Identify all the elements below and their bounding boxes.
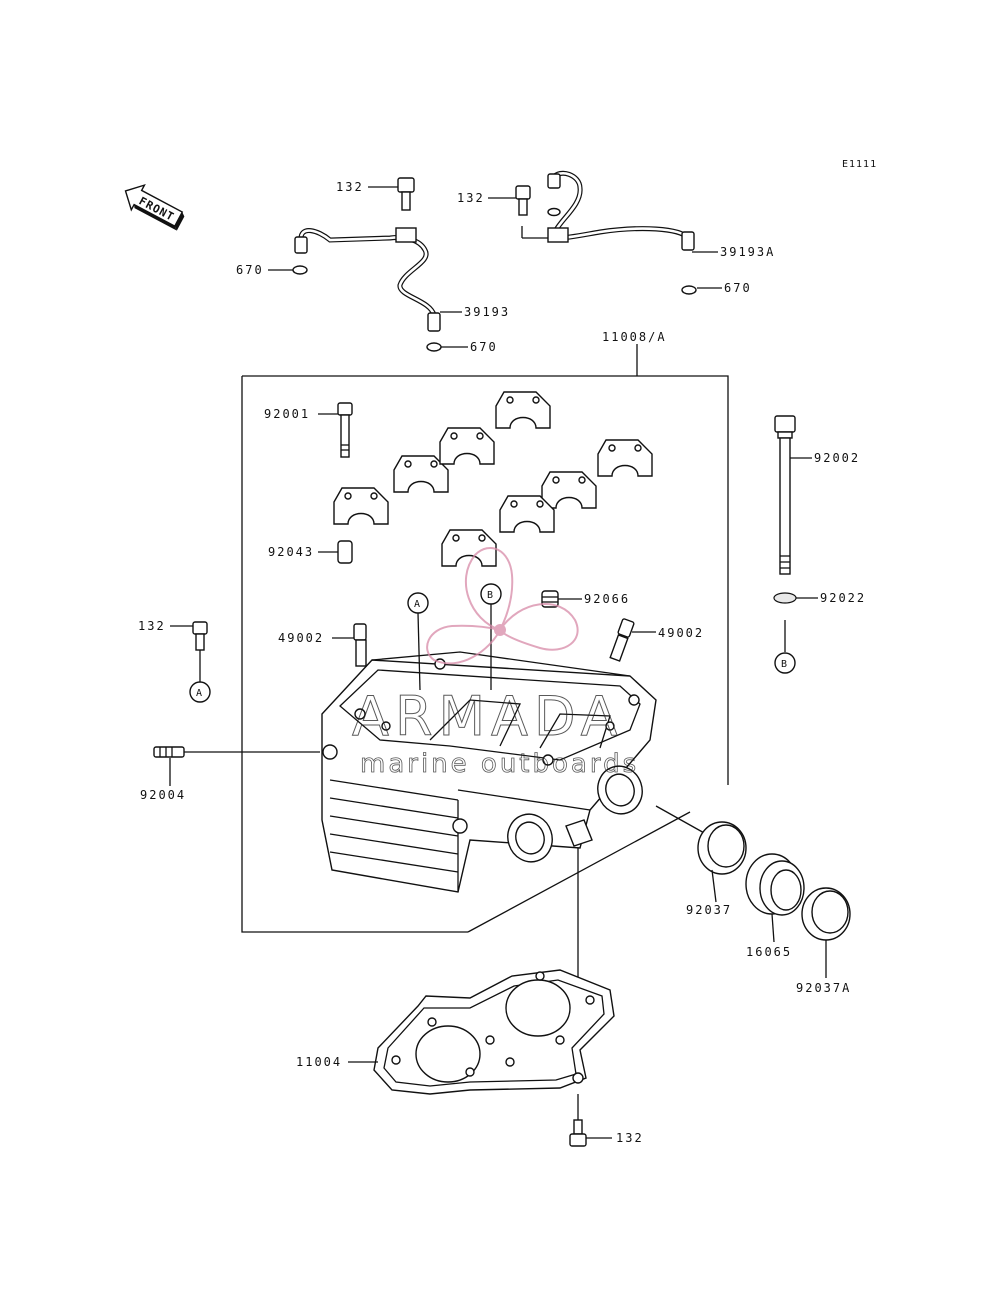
washer-92022 <box>773 592 797 604</box>
front-arrow-icon: FRONT <box>124 183 185 231</box>
label-92037: 92037 <box>686 903 732 917</box>
bolt-92001 <box>337 402 353 458</box>
clamp-92037 <box>697 821 747 875</box>
armada-watermark: ARMADA marine outboards <box>352 546 639 779</box>
plug-49002-left <box>353 623 367 667</box>
o-ring-670-left <box>292 265 308 275</box>
label-132-top-right: 132 <box>457 191 485 205</box>
label-11004: 11004 <box>296 1055 342 1069</box>
assembly-frame <box>242 375 729 785</box>
label-92001: 92001 <box>264 407 310 421</box>
head-gasket-11004 <box>373 969 615 1095</box>
banjo-bolt-top-left <box>397 177 415 211</box>
label-92022: 92022 <box>820 591 866 605</box>
bolt-132-bottom <box>569 1119 587 1147</box>
diagram-code: E1111 <box>842 159 877 170</box>
label-92037a: 92037A <box>796 981 851 995</box>
propeller-logo <box>426 546 579 665</box>
oil-pipe-left <box>294 227 441 332</box>
o-ring-670-right <box>681 285 697 295</box>
label-11008a: 11008/A <box>602 330 667 344</box>
label-49002-right: 49002 <box>658 626 704 640</box>
label-132-top-left: 132 <box>336 180 364 194</box>
watermark-tagline: marine outboards <box>360 749 639 779</box>
label-670-mid: 670 <box>470 340 498 354</box>
callout-b-right: B <box>781 659 787 670</box>
camshaft-caps <box>333 391 653 567</box>
bolt-132-left <box>192 621 208 651</box>
bolt-92002 <box>774 415 796 575</box>
callout-a-head: A <box>414 599 420 610</box>
callout-a-left: A <box>196 688 202 699</box>
label-92004: 92004 <box>140 788 186 802</box>
watermark-name: ARMADA <box>352 685 624 748</box>
label-670-right: 670 <box>724 281 752 295</box>
carb-holder-16065 <box>745 853 805 916</box>
o-ring-top-right <box>547 207 561 217</box>
plug-49002-right <box>609 618 635 662</box>
callout-b-head: B <box>487 590 493 601</box>
label-16065: 16065 <box>746 945 792 959</box>
label-92043: 92043 <box>268 545 314 559</box>
label-132-left: 132 <box>138 619 166 633</box>
label-39193: 39193 <box>464 305 510 319</box>
oil-pipe-right <box>547 170 695 251</box>
banjo-bolt-top-right <box>515 185 531 216</box>
o-ring-670-mid <box>426 342 442 352</box>
label-670-left: 670 <box>236 263 264 277</box>
clamp-92037a <box>801 887 851 941</box>
cylinder-head <box>321 651 657 893</box>
dowel-92043 <box>337 540 353 564</box>
label-92002: 92002 <box>814 451 860 465</box>
label-39193a: 39193A <box>720 245 775 259</box>
label-92066: 92066 <box>584 592 630 606</box>
stud-92004 <box>153 746 185 758</box>
label-132-bottom: 132 <box>616 1131 644 1145</box>
label-49002-left: 49002 <box>278 631 324 645</box>
